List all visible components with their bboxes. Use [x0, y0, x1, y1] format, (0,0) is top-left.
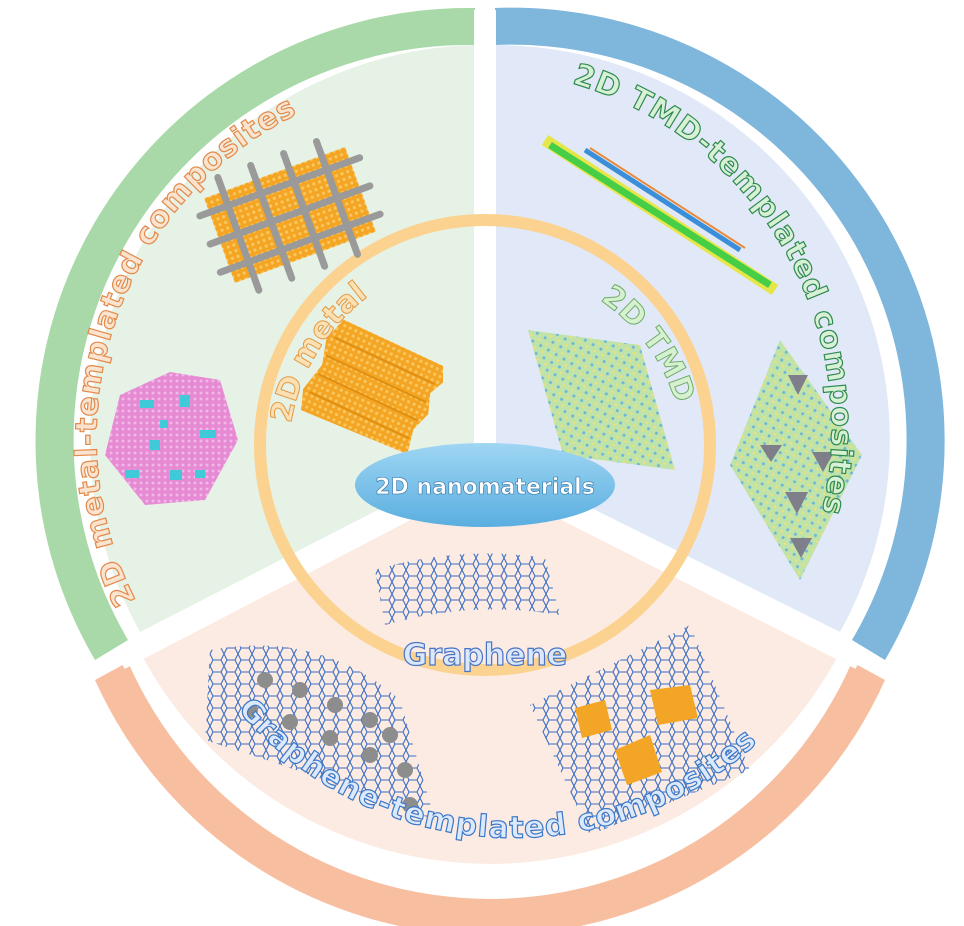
inner-label-graphene: Graphene: [403, 638, 568, 673]
inner-ring: [254, 214, 716, 676]
tmd-sheet-icon: [528, 330, 675, 470]
graphene-sheet-icon: [375, 553, 560, 625]
tmd-composite-sheet-icon: [730, 340, 862, 580]
tmd-layered-rod-icon: [541, 134, 779, 296]
graphene-metal-composite-icon: [530, 625, 750, 835]
outer-band-metal: [35, 7, 476, 661]
center-ellipse: [355, 443, 615, 527]
hexagon-alloy-icon: [105, 372, 238, 505]
outer-band-tmd: [495, 7, 945, 660]
metal-grid-composite-icon: [196, 138, 384, 294]
metal-sheet-icon: [301, 319, 443, 455]
center-label: 2D nanomaterials: [375, 475, 595, 500]
graphene-nanoparticle-composite-icon: [205, 645, 435, 820]
outer-band-graphene: [95, 662, 885, 926]
